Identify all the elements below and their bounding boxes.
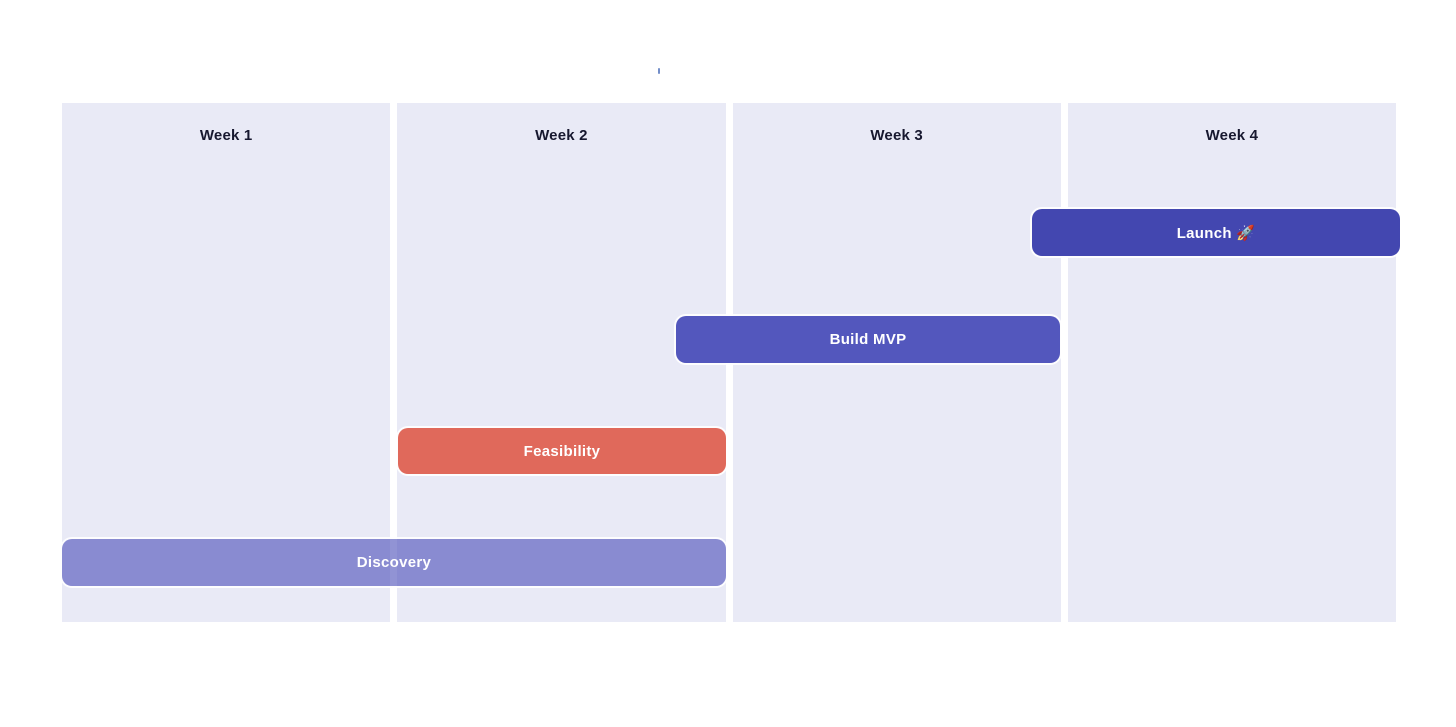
lane-header-week-4: Week 4 <box>1205 127 1259 144</box>
tiny-text-artifact <box>658 68 660 74</box>
task-bar-build-mvp[interactable]: Build MVP <box>676 316 1060 363</box>
task-bar-discovery[interactable]: Discovery <box>62 539 726 586</box>
task-label-feasibility: Feasibility <box>523 442 601 460</box>
task-label-launch: Launch 🚀 <box>1176 224 1256 242</box>
task-bar-launch[interactable]: Launch 🚀 <box>1032 209 1400 256</box>
task-bar-feasibility[interactable]: Feasibility <box>398 428 726 474</box>
lane-header-week-3: Week 3 <box>870 127 923 144</box>
lane-header-week-2: Week 2 <box>535 127 588 144</box>
lane-header-week-1: Week 1 <box>199 127 253 144</box>
lane-week-1: Week 1 <box>62 103 391 622</box>
task-label-discovery: Discovery <box>356 554 432 571</box>
lane-week-4: Week 4 <box>1067 103 1396 622</box>
task-label-build-mvp: Build MVP <box>829 331 907 348</box>
lane-week-2: Week 2 <box>397 103 726 622</box>
